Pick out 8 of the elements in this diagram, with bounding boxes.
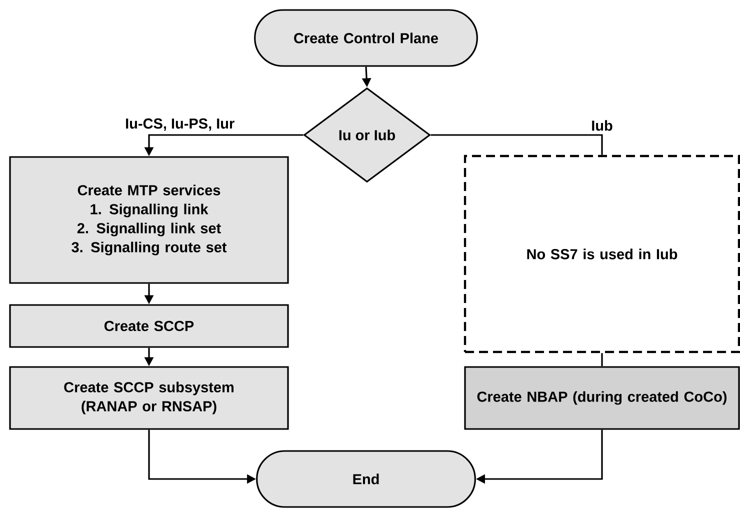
- edge-label: Iu-CS, Iu-PS, Iur: [124, 117, 236, 132]
- process-box: Create SCCP: [9, 304, 289, 348]
- process-box: Create NBAP (during created CoCo): [464, 366, 740, 430]
- process-box: Create SCCP subsystem (RANAP or RNSAP): [9, 366, 289, 430]
- dashed-box: No SS7 is used in Iub: [464, 154, 740, 354]
- terminal-oval: End: [256, 450, 476, 508]
- process-box: Create MTP services 1. Signalling link 2. Signalling link set 3. Signalling route set: [9, 156, 289, 284]
- edge-label: Iub: [590, 119, 614, 132]
